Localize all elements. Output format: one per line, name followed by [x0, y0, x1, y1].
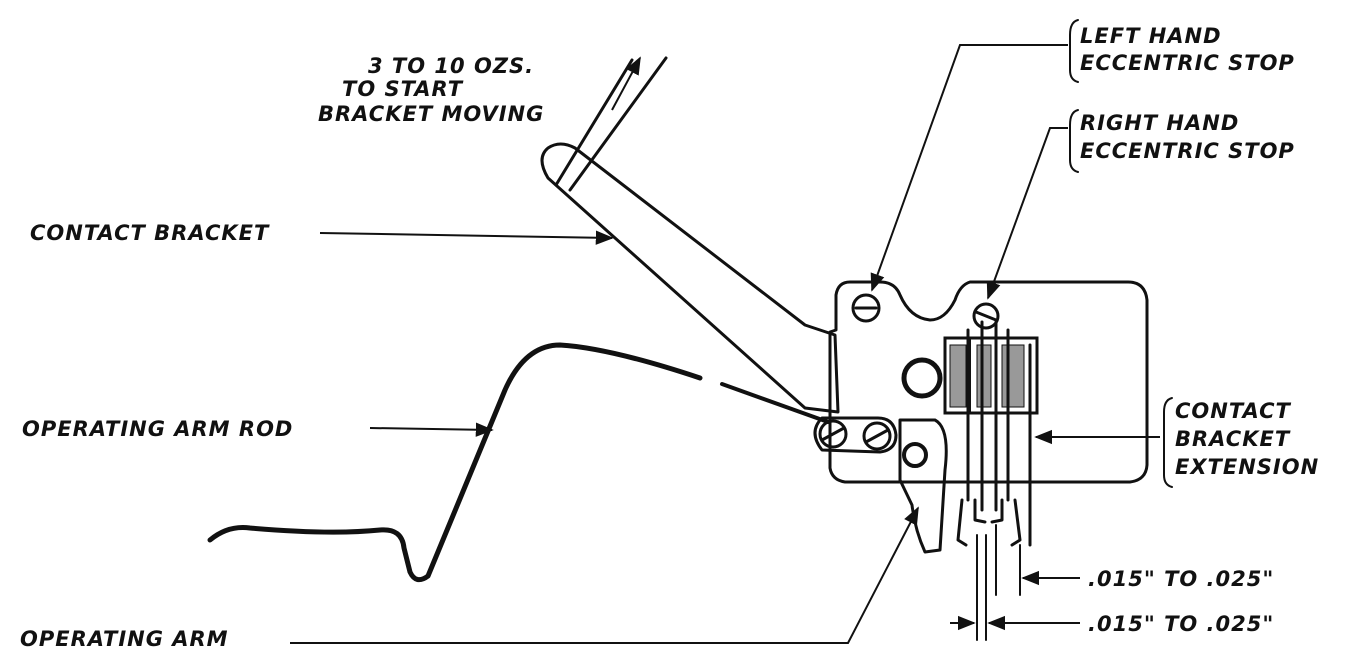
extension-label-line1: CONTACT: [1175, 399, 1291, 423]
left-stop-label-line1: LEFT HAND: [1080, 24, 1222, 48]
right-stop-label-line2: ECCENTRIC STOP: [1080, 139, 1295, 163]
force-label-line2: TO START: [342, 77, 464, 101]
gap-upper-ref: [995, 524, 1021, 596]
extension-label-line3: EXTENSION: [1175, 455, 1320, 479]
operating-arm-rod: [207, 342, 703, 583]
operating-arm-pivot: [902, 442, 928, 468]
operating-arm: [898, 418, 948, 554]
force-label-line1: 3 TO 10 OZS.: [368, 54, 535, 78]
left-stop-label-line2: ECCENTRIC STOP: [1080, 51, 1295, 75]
right-eccentric-stop: [972, 302, 1000, 330]
force-rod: [554, 56, 668, 192]
left-stop-leader: [870, 44, 1068, 292]
operating-arm-rod-leader: [369, 422, 494, 437]
right-stop-leader: [986, 127, 1068, 300]
right-stop-brace: [1069, 109, 1079, 173]
extension-label-line2: BRACKET: [1175, 427, 1291, 451]
mounting-plate: [828, 280, 1149, 484]
operating-arm-rod-label: OPERATING ARM ROD: [22, 417, 294, 441]
contact-bracket-label: CONTACT BRACKET: [30, 221, 270, 245]
gap-lower-ref: [976, 534, 987, 641]
right-stop-label-line1: RIGHT HAND: [1080, 111, 1240, 135]
left-stop-brace: [1069, 19, 1079, 83]
left-eccentric-stop: [851, 293, 881, 323]
gap-lower-label: .015" TO .025": [1088, 612, 1275, 636]
extension-brace: [1163, 397, 1173, 488]
link-screw-right: [862, 421, 892, 451]
operating-arm-label: OPERATING ARM: [20, 627, 229, 651]
contact-springs: [966, 320, 1032, 547]
bracket-pivot-boss: [901, 357, 943, 399]
link-screw-left: [818, 419, 848, 449]
gap-upper-label: .015" TO .025": [1088, 567, 1275, 591]
spring-tips: [956, 498, 1022, 547]
contact-bracket-lever: [540, 142, 840, 414]
contact-spring-stack: [943, 336, 1039, 415]
force-arrow: [611, 56, 641, 111]
contact-bracket-leader: [319, 230, 614, 245]
operating-arm-leader: [290, 506, 919, 644]
force-label-line3: BRACKET MOVING: [318, 102, 545, 126]
slotted-link: [813, 416, 898, 454]
